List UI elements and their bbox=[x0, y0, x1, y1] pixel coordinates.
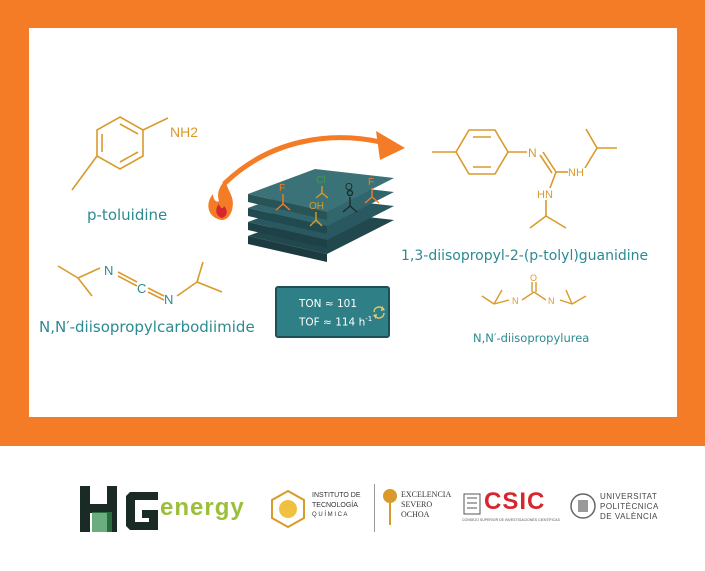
severo-ochoa-logo: EXCELENCIA SEVERO OCHOA bbox=[374, 484, 459, 532]
guanidine-structure bbox=[432, 128, 617, 229]
so-2: SEVERO bbox=[401, 500, 433, 509]
flame-icon bbox=[208, 180, 233, 220]
hgenergy-logo: energy bbox=[74, 482, 244, 536]
group-f1: F bbox=[279, 183, 285, 194]
csic-emblem bbox=[463, 493, 481, 515]
urea-structure bbox=[481, 282, 587, 305]
urea-nh-right: N bbox=[548, 296, 555, 306]
guanidine-label: 1,3-diisopropyl-2-(p-tolyl)guanidine bbox=[401, 248, 649, 264]
itq-emblem bbox=[271, 489, 305, 529]
carbodiimide-n2: N bbox=[164, 292, 173, 307]
itq-logo: INSTITUTO DE TECNOLOGÍA Q U Í M I C A bbox=[268, 488, 368, 530]
nh2-label: NH2 bbox=[170, 124, 198, 140]
guanidine-n: N bbox=[528, 146, 537, 160]
so-emblem bbox=[383, 489, 397, 525]
upv-3: DE VALÈNCIA bbox=[600, 512, 658, 521]
csic-logo: CSIC CONSEJO SUPERIOR DE INVESTIGACIONES… bbox=[462, 488, 562, 528]
ton-value: TON ≈ 101 bbox=[299, 298, 358, 310]
recycle-icon bbox=[373, 306, 385, 319]
guanidine-hn: HN bbox=[537, 189, 553, 201]
group-f2: F bbox=[368, 177, 374, 188]
carbodiimide-n1: N bbox=[104, 263, 113, 278]
surface-groups bbox=[275, 186, 380, 227]
urea-label: N,N′-diisopropylurea bbox=[473, 331, 590, 345]
tof-line: TOF ≈ 114 h-1 bbox=[299, 315, 372, 329]
csic-sub: CONSEJO SUPERIOR DE INVESTIGACIONES CIEN… bbox=[462, 518, 560, 522]
tof-value: TOF ≈ 114 h bbox=[299, 316, 366, 329]
group-cl: Cl bbox=[316, 175, 325, 186]
carbodiimide-structure bbox=[57, 261, 223, 301]
upv-emblem bbox=[570, 493, 596, 519]
itq-name-3: Q U Í M I C A bbox=[312, 512, 348, 518]
guanidine-nh: NH bbox=[568, 167, 584, 179]
reaction-scheme: NH2 N C N F Cl OH bbox=[57, 116, 617, 307]
group-oh: OH bbox=[309, 201, 324, 212]
curved-arrow bbox=[222, 135, 388, 186]
carbodiimide-label: N,N′-diisopropylcarbodiimide bbox=[39, 318, 255, 336]
group-o: O bbox=[345, 182, 353, 193]
urea-nh-left: N bbox=[512, 296, 519, 306]
csic-text: CSIC bbox=[484, 488, 546, 515]
so-1: EXCELENCIA bbox=[401, 490, 452, 499]
hg-logo-mark bbox=[80, 486, 158, 532]
catalyst-layers bbox=[248, 169, 394, 262]
so-3: OCHOA bbox=[401, 510, 430, 519]
arrow-head bbox=[376, 131, 405, 160]
urea-o: O bbox=[530, 273, 537, 283]
tof-exponent: -1 bbox=[365, 315, 373, 323]
carbodiimide-c: C bbox=[137, 281, 146, 296]
ton-tof-badge: TON ≈ 101 TOF ≈ 114 h-1 bbox=[275, 286, 390, 338]
upv-2: POLITÈCNICA bbox=[600, 502, 659, 511]
itq-name-1: INSTITUTO DE bbox=[312, 492, 361, 499]
p-toluidine-structure bbox=[71, 116, 169, 191]
upv-logo: UNIVERSITAT POLITÈCNICA DE VALÈNCIA bbox=[570, 492, 680, 526]
upv-1: UNIVERSITAT bbox=[600, 492, 658, 501]
p-toluidine-label: p-toluidine bbox=[87, 206, 168, 224]
logos-bar: energy INSTITUTO DE TECNOLOGÍA Q U Í M I… bbox=[0, 446, 705, 571]
hg-word: energy bbox=[160, 494, 245, 521]
itq-name-2: TECNOLOGÍA bbox=[312, 502, 358, 509]
